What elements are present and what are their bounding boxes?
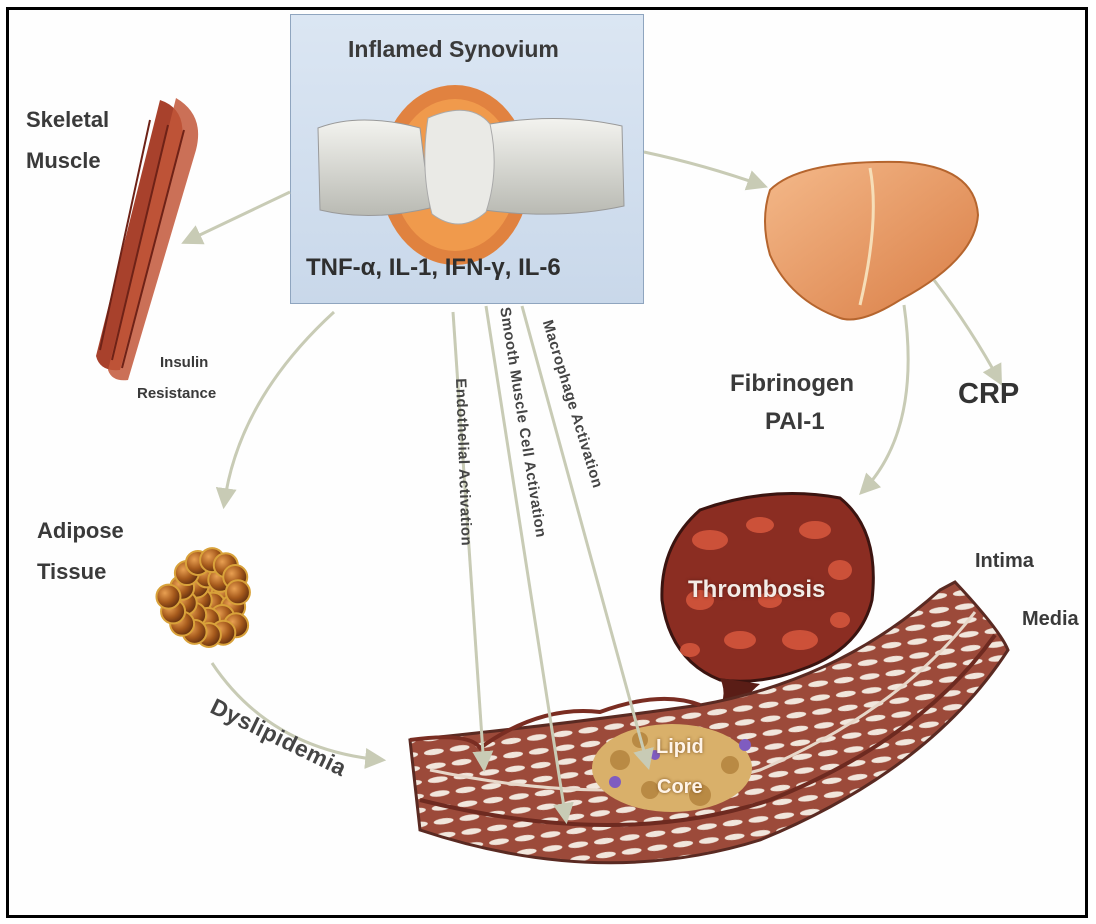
skeletal-muscle-illustration <box>96 98 198 380</box>
arrow-to-crp <box>934 280 1000 382</box>
adipose-label-line1: Adipose <box>37 518 124 544</box>
inflamed-joint-illustration <box>318 85 624 265</box>
thrombosis-label: Thrombosis <box>688 576 825 604</box>
fibrinogen-label: Fibrinogen <box>730 370 854 398</box>
lipid-label-line2: Core <box>657 776 703 799</box>
arrow-to-adipose <box>224 312 334 505</box>
crp-label: CRP <box>958 378 1019 411</box>
intima-label: Intima <box>975 550 1034 573</box>
media-label: Media <box>1022 608 1079 631</box>
synovium-title: Inflamed Synovium <box>348 36 559 63</box>
adipose-label-line2: Tissue <box>37 559 106 585</box>
adipose-cluster-illustration <box>156 548 249 647</box>
arrow-to-muscle <box>185 192 290 242</box>
lipid-label-line1: Lipid <box>656 736 704 759</box>
insulin-label-line1: Insulin <box>160 354 208 371</box>
fat-cell <box>226 580 250 604</box>
skeletal-label-line2: Muscle <box>26 148 101 174</box>
fat-cell <box>156 585 180 609</box>
skeletal-label-line1: Skeletal <box>26 107 109 133</box>
cytokines-label: TNF-α, IL-1, IFN-γ, IL-6 <box>306 254 561 282</box>
insulin-label-line2: Resistance <box>137 385 216 402</box>
arrow-to-thrombosis <box>862 305 908 492</box>
pai1-label: PAI-1 <box>765 408 825 436</box>
arrow-to-liver <box>644 152 764 186</box>
